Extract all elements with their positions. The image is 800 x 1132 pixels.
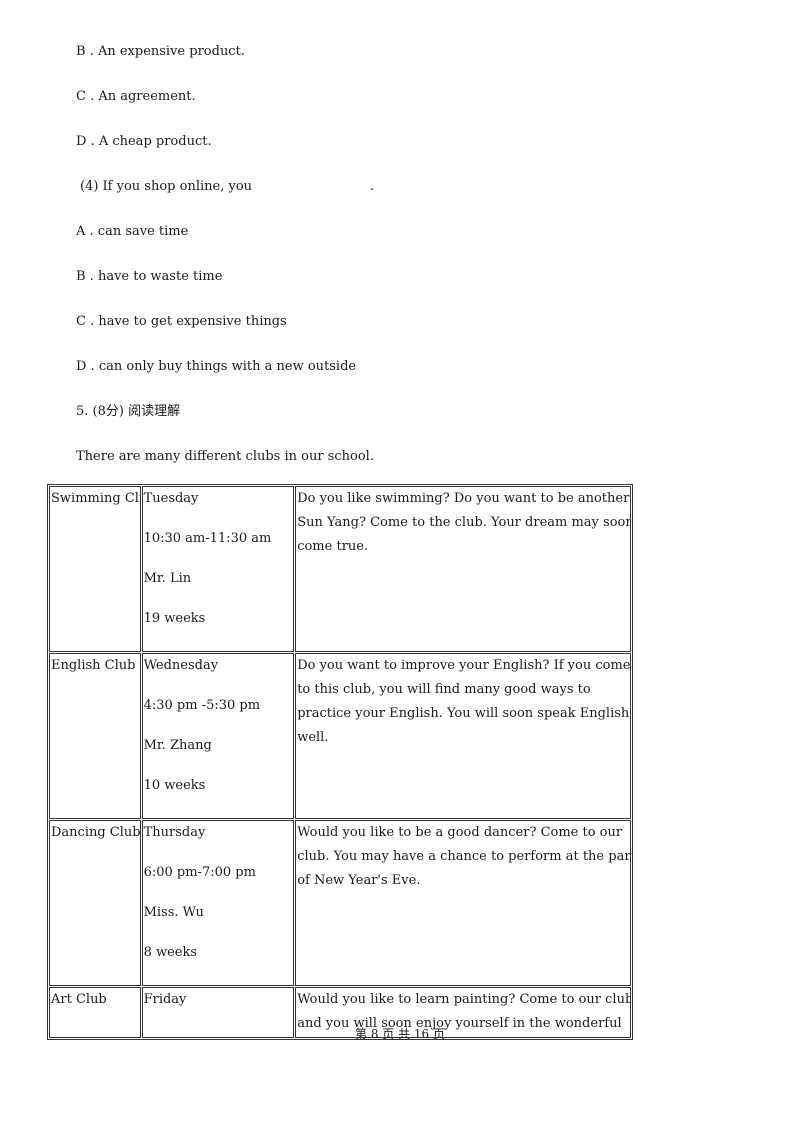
- club-time: 10:30 am-11:30 am: [143, 531, 272, 546]
- club-duration: 19 weeks: [143, 611, 206, 626]
- club-info-cell: Friday: [141, 987, 295, 1038]
- option-q4-c: C . have to get expensive things: [76, 314, 287, 329]
- club-day: Thursday: [143, 825, 206, 840]
- club-duration: 10 weeks: [143, 778, 206, 793]
- club-teacher: Mr. Zhang: [143, 738, 212, 753]
- question-4-end: .: [370, 179, 375, 194]
- club-info-cell: Wednesday 4:30 pm -5:30 pm Mr. Zhang 10 …: [141, 653, 295, 819]
- club-description-line: to this club, you will find many good wa…: [297, 682, 591, 697]
- club-description-line: of New Year's Eve.: [297, 873, 421, 888]
- question-5-heading: 5. (8分) 阅读理解: [76, 404, 181, 419]
- club-description-line: Would you like to learn painting? Come t…: [297, 992, 631, 1007]
- club-description-line: practice your English. You will soon spe…: [297, 706, 630, 721]
- club-teacher: Miss. Wu: [143, 905, 204, 920]
- option-q3-b: B . An expensive product.: [76, 44, 245, 59]
- option-q4-a: A . can save time: [76, 224, 189, 239]
- table-row: Dancing Club Thursday 6:00 pm-7:00 pm Mi…: [49, 820, 631, 986]
- option-q4-d: D . can only buy things with a new outsi…: [76, 359, 357, 374]
- page-footer: 第 8 页 共 16 页: [355, 1027, 445, 1041]
- club-name: Swimming Club: [51, 491, 140, 506]
- club-name-cell: Swimming Club: [49, 486, 141, 652]
- club-description-line: Do you like swimming? Do you want to be …: [297, 491, 630, 506]
- club-description-line: Sun Yang? Come to the club. Your dream m…: [297, 515, 631, 530]
- club-description-line: club. You may have a chance to perform a…: [297, 849, 631, 864]
- club-description-line: come true.: [297, 539, 369, 554]
- question-5-intro: There are many different clubs in our sc…: [76, 449, 374, 464]
- option-q4-b: B . have to waste time: [76, 269, 223, 284]
- club-time: 4:30 pm -5:30 pm: [143, 698, 261, 713]
- club-description-line: and you will soon enjoy yourself in the …: [297, 1016, 622, 1031]
- table-row: English Club Wednesday 4:30 pm -5:30 pm …: [49, 653, 631, 819]
- option-q3-d: D . A cheap product.: [76, 134, 212, 149]
- option-q3-c: C . An agreement.: [76, 89, 196, 104]
- club-name-cell: English Club: [49, 653, 141, 819]
- question-4-prompt: (4) If you shop online, you.: [80, 179, 374, 195]
- club-name-cell: Dancing Club: [49, 820, 141, 986]
- club-time: 6:00 pm-7:00 pm: [143, 865, 256, 880]
- table-row: Art Club Friday Would you like to learn …: [49, 987, 631, 1038]
- club-description-cell: Would you like to be a good dancer? Come…: [295, 820, 631, 986]
- clubs-table: Swimming Club Tuesday 10:30 am-11:30 am …: [47, 484, 633, 1040]
- club-name-cell: Art Club: [49, 987, 141, 1038]
- club-description-cell: Would you like to learn painting? Come t…: [295, 987, 631, 1038]
- club-duration: 8 weeks: [143, 945, 198, 960]
- club-day: Friday: [143, 992, 187, 1007]
- club-description-line: Would you like to be a good dancer? Come…: [297, 825, 623, 840]
- club-description-line: well.: [297, 730, 329, 745]
- club-info-cell: Thursday 6:00 pm-7:00 pm Miss. Wu 8 week…: [141, 820, 295, 986]
- club-description-cell: Do you like swimming? Do you want to be …: [295, 486, 631, 652]
- club-teacher: Mr. Lin: [143, 571, 192, 586]
- club-name: English Club: [51, 658, 136, 673]
- club-description-line: Do you want to improve your English? If …: [297, 658, 631, 673]
- club-day: Wednesday: [143, 658, 219, 673]
- table-row: Swimming Club Tuesday 10:30 am-11:30 am …: [49, 486, 631, 652]
- club-name: Art Club: [51, 992, 107, 1007]
- question-4-text: (4) If you shop online, you: [80, 179, 253, 194]
- club-name: Dancing Club: [51, 825, 141, 840]
- club-day: Tuesday: [143, 491, 199, 506]
- club-info-cell: Tuesday 10:30 am-11:30 am Mr. Lin 19 wee…: [141, 486, 295, 652]
- club-description-cell: Do you want to improve your English? If …: [295, 653, 631, 819]
